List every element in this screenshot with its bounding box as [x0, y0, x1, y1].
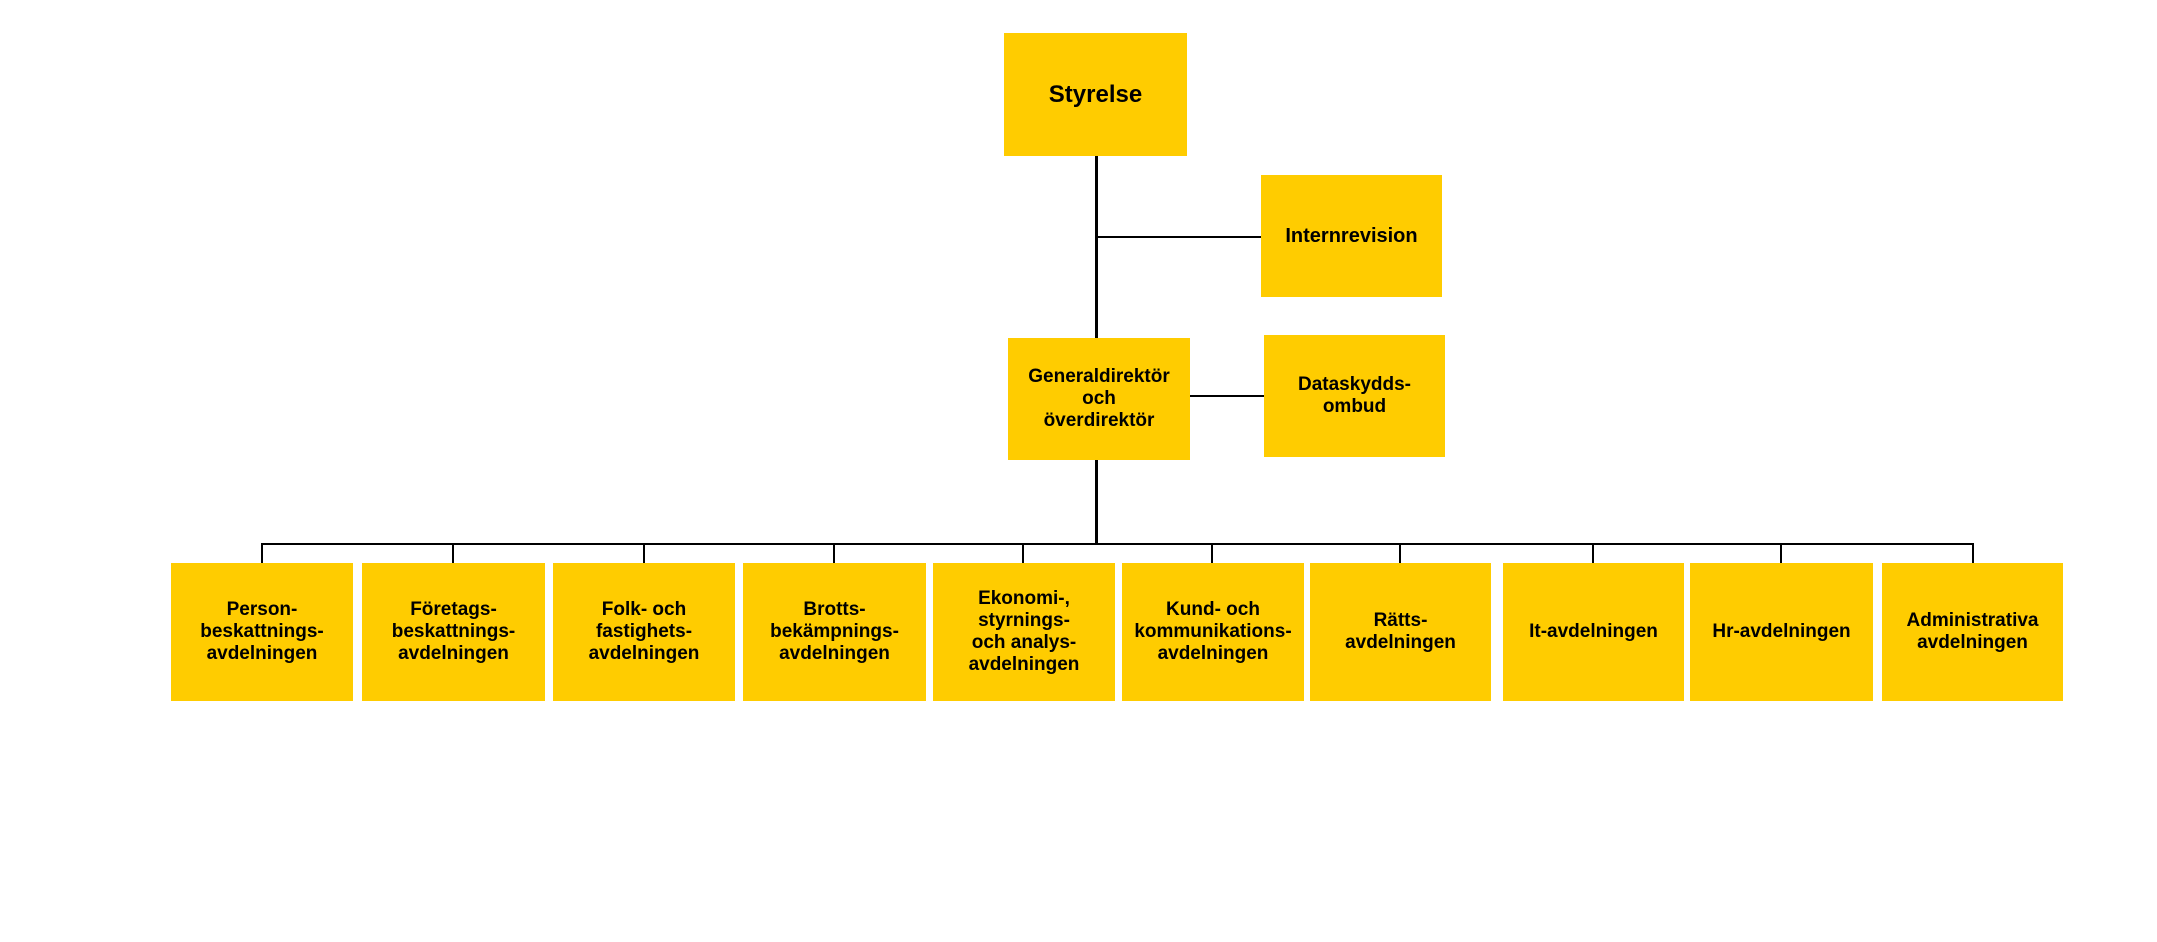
department-label: Hr-avdelningen: [1712, 621, 1851, 642]
department-label: Rätts- avdelningen: [1345, 610, 1456, 653]
internal-audit-box: Internrevision: [1261, 175, 1442, 297]
connector-drop-dept-5: [1022, 543, 1024, 563]
department-label: Person- beskattnings- avdelningen: [200, 599, 324, 664]
department-box: Ekonomi-, styrnings- och analys- avdelni…: [933, 563, 1115, 701]
director-general-box: Generaldirektör och överdirektör: [1008, 338, 1190, 460]
data-protection-label: Dataskydds- ombud: [1298, 374, 1411, 417]
department-label: Företags- beskattnings- avdelningen: [391, 599, 516, 664]
connector-departments-bus: [261, 543, 1974, 545]
connector-drop-dept-1: [261, 543, 263, 563]
connector-drop-dept-7: [1399, 543, 1401, 563]
department-label: Folk- och fastighets- avdelningen: [588, 599, 700, 664]
department-label: Kund- och kommunikations- avdelningen: [1134, 599, 1292, 664]
connector-drop-dept-10: [1972, 543, 1974, 563]
connector-to-internal-audit: [1097, 236, 1262, 238]
data-protection-box: Dataskydds- ombud: [1264, 335, 1445, 457]
department-box: Brotts- bekämpnings- avdelningen: [743, 563, 926, 701]
internal-audit-label: Internrevision: [1285, 225, 1418, 247]
department-box: Företags- beskattnings- avdelningen: [362, 563, 545, 701]
director-general-label: Generaldirektör och överdirektör: [1028, 366, 1170, 431]
connector-drop-dept-6: [1211, 543, 1213, 563]
connector-drop-dept-9: [1780, 543, 1782, 563]
department-box: Person- beskattnings- avdelningen: [171, 563, 353, 701]
department-box: It-avdelningen: [1503, 563, 1684, 701]
connector-drop-dept-4: [833, 543, 835, 563]
department-box: Administrativa avdelningen: [1882, 563, 2063, 701]
department-label: It-avdelningen: [1529, 621, 1658, 642]
connector-dg-to-departments: [1095, 460, 1098, 545]
connector-board-to-dg: [1095, 156, 1098, 339]
department-box: Kund- och kommunikations- avdelningen: [1122, 563, 1304, 701]
connector-drop-dept-3: [643, 543, 645, 563]
department-label: Administrativa avdelningen: [1906, 610, 2039, 653]
connector-to-data-protection: [1190, 395, 1265, 397]
department-label: Ekonomi-, styrnings- och analys- avdelni…: [968, 588, 1080, 675]
department-box: Folk- och fastighets- avdelningen: [553, 563, 735, 701]
department-box: Hr-avdelningen: [1690, 563, 1873, 701]
department-label: Brotts- bekämpnings- avdelningen: [770, 599, 899, 664]
connector-drop-dept-8: [1592, 543, 1594, 563]
board-box: Styrelse: [1004, 33, 1187, 156]
board-label: Styrelse: [1048, 80, 1143, 108]
connector-drop-dept-2: [452, 543, 454, 563]
department-box: Rätts- avdelningen: [1310, 563, 1491, 701]
